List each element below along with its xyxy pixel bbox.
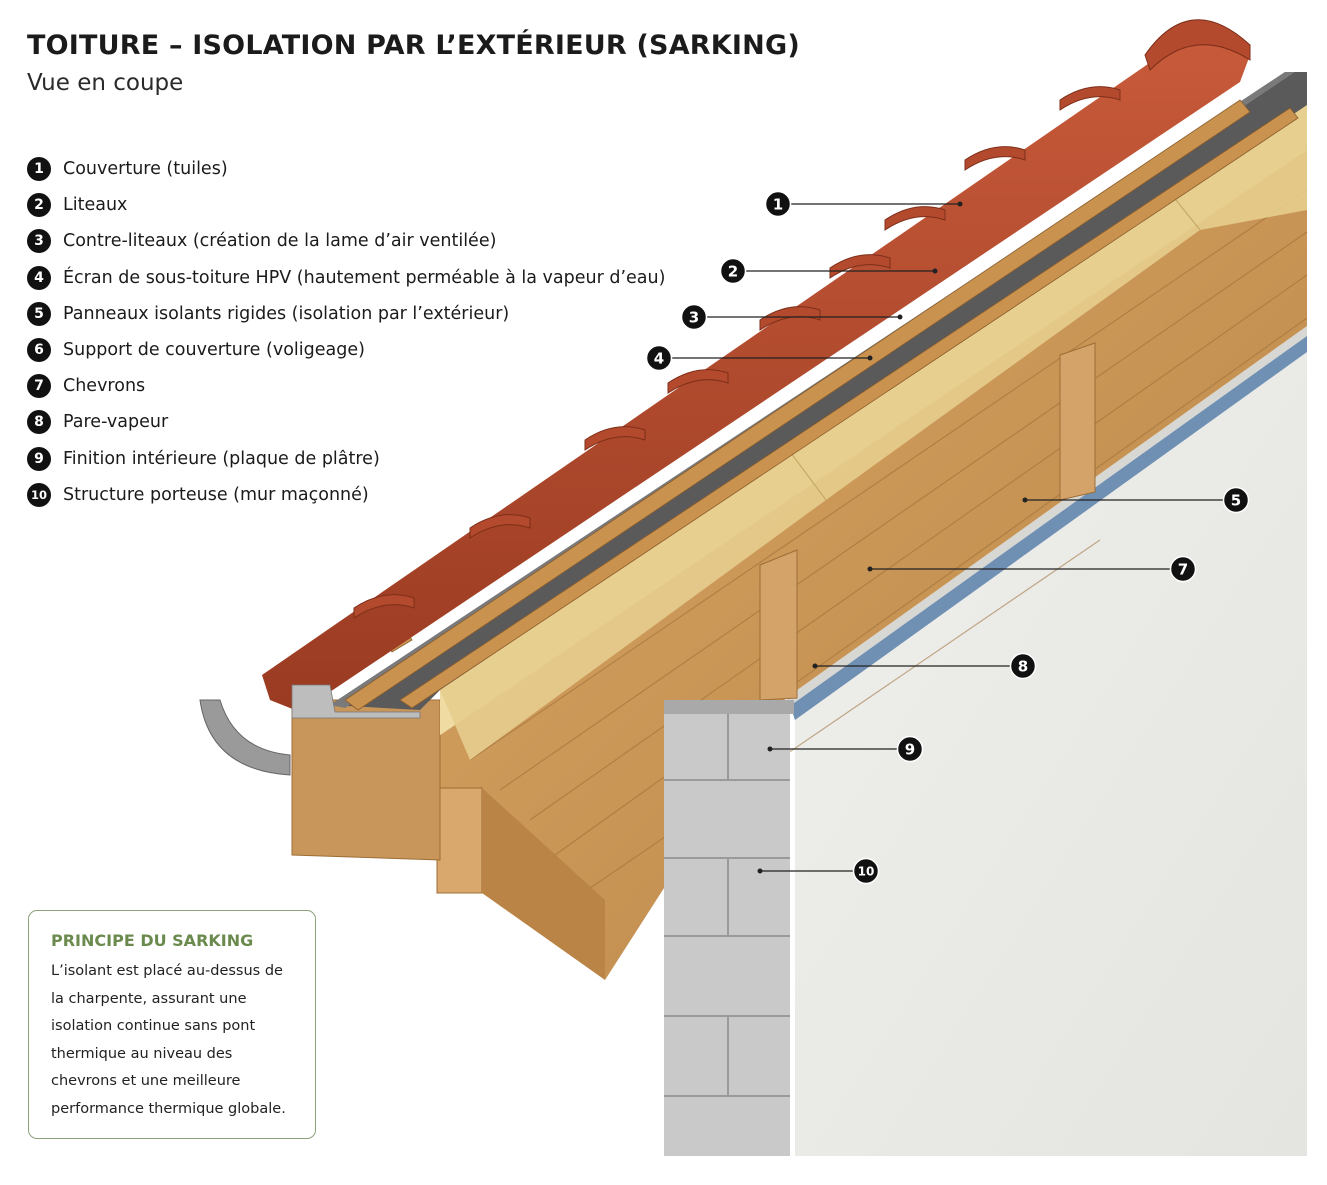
roof-tiles	[262, 35, 1250, 712]
vapour-barrier	[790, 335, 1307, 720]
callout-anchor-dot	[767, 746, 773, 752]
callout-number: 1	[773, 196, 783, 214]
masonry-joints	[664, 714, 790, 1097]
legend-label: Panneaux isolants rigides (isolation par…	[63, 303, 510, 324]
callout-anchor-dot	[867, 355, 873, 361]
legend-number-badge: 4	[27, 265, 51, 290]
legend-number-badge: 2	[27, 193, 51, 218]
callout-number: 2	[728, 263, 738, 281]
insulation-panels-face	[440, 105, 1307, 760]
callout-number: 10	[858, 865, 875, 879]
legend-number-badge: 6	[27, 338, 51, 363]
callout-anchor-dot	[812, 663, 818, 669]
callout-number: 9	[905, 741, 915, 759]
callout-badge	[1009, 652, 1037, 680]
legend-item: 1 Couverture (tuiles)	[27, 151, 665, 187]
info-box-text: L’isolant est placé au-dessus de la char…	[51, 963, 286, 1117]
legend-label: Écran de sous-toiture HPV (hautement per…	[63, 267, 666, 288]
callout-number: 5	[1231, 492, 1241, 510]
legend-number-badge: 8	[27, 410, 51, 435]
legend-item: 9 Finition intérieure (plaque de plâtre)	[27, 441, 665, 477]
legend-number-badge: 3	[27, 229, 51, 254]
counter-batten	[399, 107, 1299, 709]
legend-label: Liteaux	[63, 195, 128, 216]
legend-item: 10 Structure porteuse (mur maçonné)	[27, 477, 665, 513]
gutter	[199, 699, 291, 776]
legend-number-badge: 9	[27, 446, 51, 471]
legend-number-badge: 5	[27, 301, 51, 326]
ceiling-edge	[786, 326, 1307, 706]
legend-item: 5 Panneaux isolants rigides (isolation pa…	[27, 296, 665, 332]
callout-anchor-dot	[957, 201, 963, 207]
tile-rows	[353, 86, 1121, 619]
legend-label: Finition intérieure (plaque de plâtre)	[63, 448, 380, 469]
page-subtitle: Vue en coupe	[27, 70, 184, 96]
callout-badge	[852, 857, 880, 885]
legend-label: Couverture (tuiles)	[63, 159, 228, 180]
rafter	[759, 549, 798, 701]
callout-number: 7	[1178, 561, 1188, 579]
callout-layer: 1 2 3 4 5 7 8 9 10	[645, 190, 1250, 885]
rafter-end	[436, 787, 483, 894]
rafter-side	[482, 788, 605, 980]
callout-badge	[680, 303, 708, 331]
callout-badge	[764, 190, 792, 218]
callout-badge	[896, 735, 924, 763]
callout-anchor-dot	[1022, 497, 1028, 503]
callout-number: 3	[689, 309, 699, 327]
callout-anchor-dot	[932, 268, 938, 274]
ridge-tile	[1144, 19, 1251, 71]
callout-anchor-dot	[757, 868, 763, 874]
legend-number-badge: 1	[27, 157, 51, 182]
wall-plate	[664, 700, 794, 714]
callout-badge	[645, 344, 673, 372]
callout-number: 8	[1018, 658, 1028, 676]
legend-label: Pare-vapeur	[63, 412, 169, 433]
interior-plaster-wall	[795, 352, 1307, 1156]
callout-number: 4	[654, 350, 664, 368]
legend-label: Support de couverture (voligeage)	[63, 340, 365, 361]
legend-item: 7 Chevrons	[27, 368, 665, 404]
callout-badge	[1222, 486, 1250, 514]
counter-batten	[344, 99, 1251, 711]
callout-badge	[1169, 555, 1197, 583]
legend-item: 6 Support de couverture (voligeage)	[27, 332, 665, 368]
legend-label: Contre-liteaux (création de la lame d’ai…	[63, 231, 497, 252]
callout-badge	[719, 257, 747, 285]
eave-flashing	[291, 684, 421, 719]
legend-list: 1 Couverture (tuiles) 2 Liteaux 3 Contre-lite…	[27, 151, 665, 513]
legend-item: 4 Écran de sous-toiture HPV (hautement pe…	[27, 260, 665, 296]
legend-item: 3 Contre-liteaux (création de la lame d’a…	[27, 223, 665, 259]
eave-fascia	[291, 699, 441, 861]
sarking-principle-box: PRINCIPE DU SARKING L’isolant est placé …	[28, 910, 316, 1139]
legend-number-badge: 10	[27, 482, 51, 507]
legend-label: Chevrons	[63, 376, 146, 397]
callout-anchor-dot	[867, 566, 873, 572]
legend-item: 2 Liteaux	[27, 187, 665, 223]
legend-item: 8 Pare-vapeur	[27, 404, 665, 440]
info-box-title: PRINCIPE DU SARKING	[51, 931, 254, 950]
callout-anchor-dot	[897, 314, 903, 320]
page-title: TOITURE – ISOLATION PAR L’EXTÉRIEUR (SAR…	[27, 30, 800, 61]
legend-label: Structure porteuse (mur maçonné)	[63, 484, 369, 505]
rafter	[1059, 342, 1096, 501]
legend-number-badge: 7	[27, 374, 51, 399]
